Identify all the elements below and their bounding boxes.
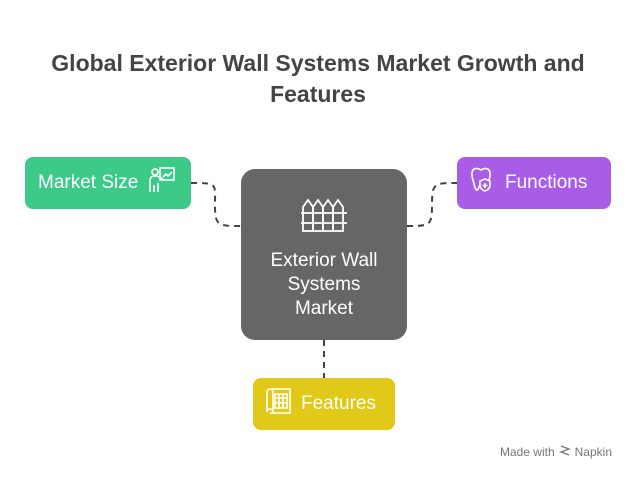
node-market-size: Market Size [25,157,191,209]
connector-market-size [190,182,242,227]
node-features-label: Features [301,393,376,414]
blueprint-icon [263,386,293,422]
napkin-logo-icon [558,444,571,459]
node-functions-label: Functions [505,172,588,193]
connector-functions [406,182,458,227]
fence-icon [300,197,348,239]
node-center: Exterior Wall Systems Market [241,169,407,340]
footer-watermark: Made with Napkin [500,444,612,459]
tooth-shield-icon [467,165,497,201]
node-features: Features [253,378,395,430]
node-center-label: Exterior Wall Systems Market [270,250,378,319]
footer-made-with: Made with [499,444,555,459]
diagram-title: Global Exterior Wall Systems Market Grow… [51,50,585,107]
node-functions: Functions [457,157,611,209]
footer-brand: Napkin [574,444,612,459]
node-market-size-label: Market Size [38,172,139,193]
presentation-icon [146,165,176,201]
